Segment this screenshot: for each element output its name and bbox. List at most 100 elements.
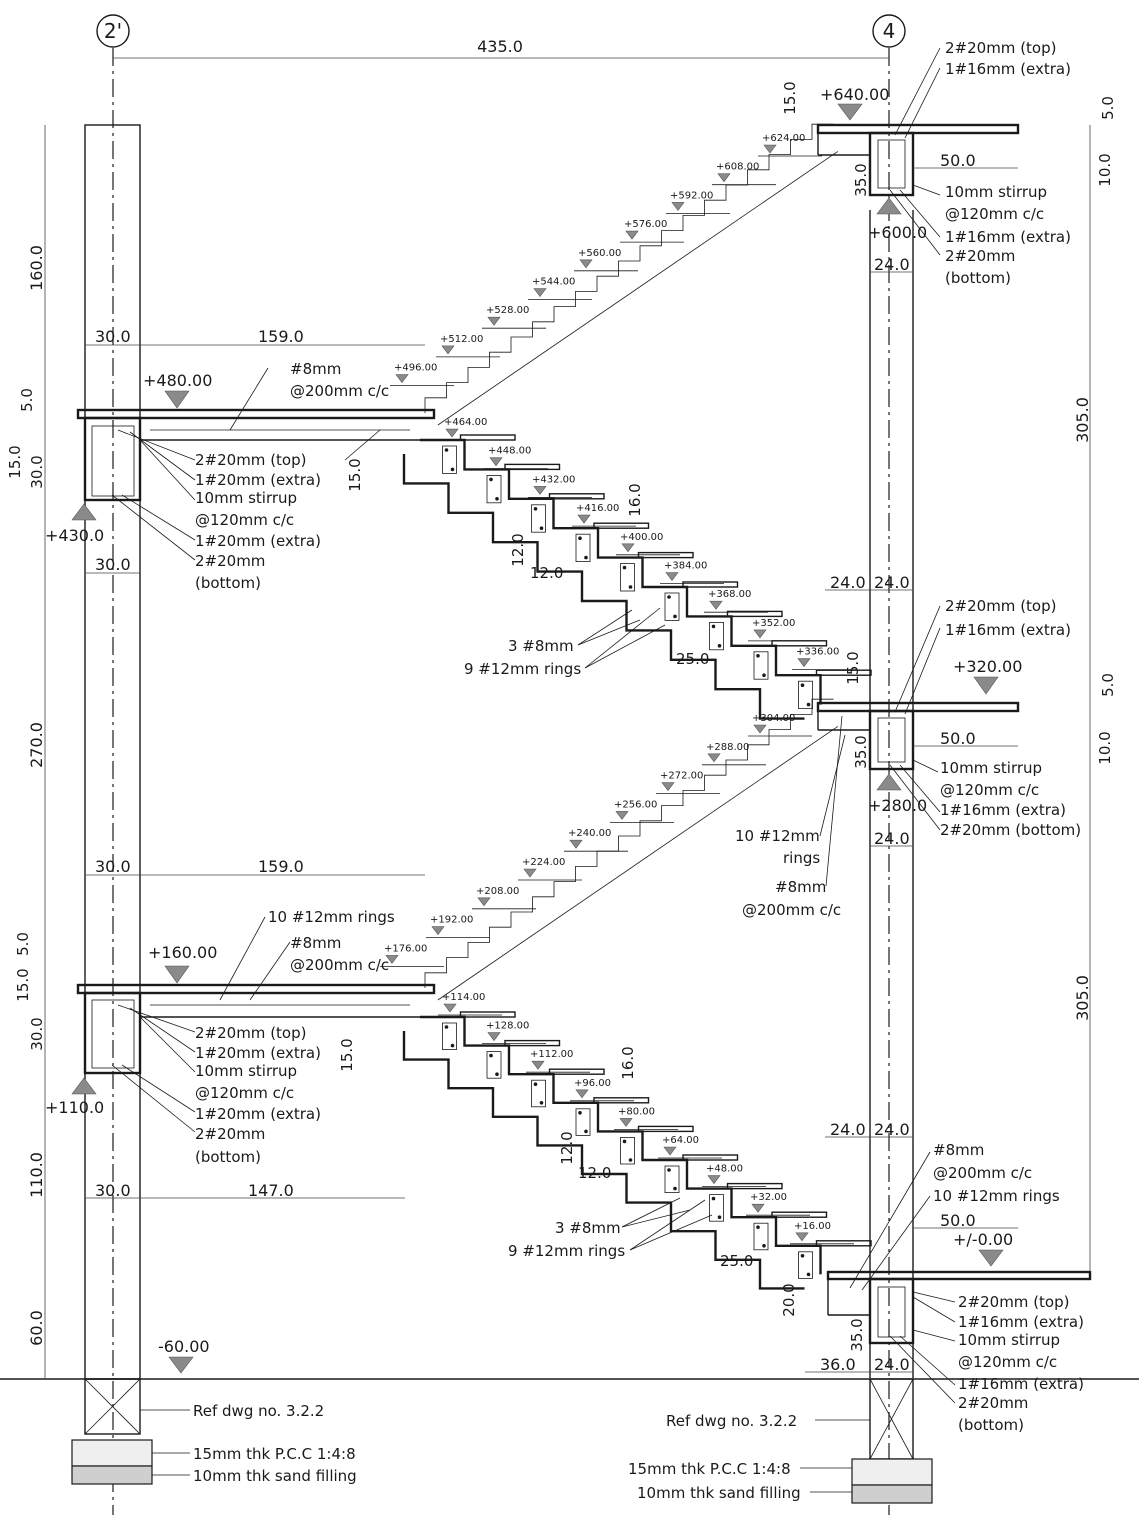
level-mid: +320.00 [953, 657, 1022, 676]
rebar-dot [806, 702, 811, 707]
step-level-label: +224.00 [522, 857, 565, 868]
step-level-label: +256.00 [614, 799, 657, 810]
step-level-label: +432.00 [532, 474, 575, 485]
dim-mid-15: 15.0 [844, 651, 862, 684]
rebar-dot [800, 683, 805, 687]
step-level-label: +48.00 [706, 1164, 743, 1175]
rebar-dot [622, 1139, 627, 1144]
step-level-label: +560.00 [578, 248, 621, 259]
level-mid-beam-bottom: +280.0 [868, 796, 927, 815]
right-column [869, 210, 914, 1378]
step-level-triangle [443, 1003, 457, 1013]
note-sand-left: 10mm thk sand filling [193, 1467, 357, 1485]
step-level-triangle [533, 486, 547, 495]
note-mid-top: 2#20mm (top) [945, 597, 1056, 615]
step-level-label: +304.00 [752, 713, 795, 724]
dim-mid-10: 10.0 [1096, 731, 1114, 764]
step-level-triangle [487, 1032, 501, 1042]
step-level-label: +384.00 [664, 561, 707, 572]
dim-flight1-riser-12: 12.0 [558, 1131, 576, 1164]
step-level-triangle [431, 926, 445, 936]
dim-ground-24b: 24.0 [874, 1120, 910, 1139]
rebar-dot [717, 644, 722, 648]
note-roof-top: 2#20mm (top) [945, 39, 1056, 57]
dim-overall: 435.0 [477, 37, 523, 56]
note-lower-extra-b: 1#20mm (extra) [195, 1105, 321, 1123]
step-level-label: +176.00 [384, 943, 427, 954]
note-roof-bottom-a: 2#20mm [945, 247, 1015, 265]
dim-flight3-tread-12: 12.0 [530, 564, 563, 582]
note-mid-stirrup-cc: @120mm c/c [940, 781, 1039, 799]
footing-left [71, 1378, 153, 1485]
dim-20: 20.0 [780, 1283, 798, 1316]
note-ground-rings: 10 #12mm rings [933, 1187, 1060, 1205]
step-level-label: +624.00 [762, 133, 805, 144]
step-level-triangle [445, 428, 459, 438]
rebar-dot [578, 1111, 582, 1115]
level-plinth: -60.00 [158, 1337, 210, 1356]
step-level-label: +208.00 [476, 886, 519, 897]
rebar-dot [762, 1244, 766, 1248]
note-upper-stirrup-cc: @120mm c/c [195, 511, 294, 529]
step-level-label: +608.00 [716, 162, 759, 173]
note-lower-dist-b: @200mm c/c [290, 956, 389, 974]
step-level-label: +592.00 [670, 190, 713, 201]
step-level-triangle [575, 1089, 589, 1099]
note-upper-dist-b: @200mm c/c [290, 382, 389, 400]
rebar-dot [667, 595, 671, 599]
note-mid-dist-a: #8mm [775, 878, 826, 896]
rebar-dot [756, 1225, 760, 1229]
dim-flight3-25: 25.0 [676, 650, 709, 668]
step-level-label: +336.00 [796, 647, 839, 658]
dim-upper-30: 30.0 [28, 455, 46, 488]
dim-roof-5: 5.0 [1099, 96, 1117, 120]
note-lower-top: 2#20mm (top) [195, 1024, 306, 1042]
note-lower-stirrup-cc: @120mm c/c [195, 1084, 294, 1102]
rebar-dot [622, 565, 627, 570]
level-landing-upper: +480.00 [143, 371, 212, 390]
dim-roof-10: 10.0 [1096, 153, 1114, 186]
dim-mid-35: 35.0 [852, 735, 870, 768]
step-level-triangle [577, 514, 591, 524]
grid-label-left: 2' [104, 19, 122, 43]
note-lower-bottom-b: (bottom) [195, 1148, 261, 1166]
step-markers-flight3: +464.00+448.00+432.00+416.00+400.00+384.… [440, 417, 856, 670]
stair-flights [402, 123, 872, 1290]
rebar-dot [584, 1129, 588, 1134]
step-level-triangle [707, 753, 721, 763]
dim-mid-50: 50.0 [940, 729, 976, 748]
level-landing-upper-beam-bottom: +430.0 [45, 526, 104, 545]
flight-1-detail [402, 1011, 872, 1290]
dim-60: 60.0 [27, 1310, 46, 1346]
step-level-triangle [533, 288, 547, 297]
note-ground-extra-b: 1#16mm (extra) [958, 1375, 1084, 1393]
step-level-label: +16.00 [794, 1221, 831, 1232]
step-level-triangle [665, 572, 679, 581]
rebar-dot [762, 673, 766, 677]
step-level-markers: +624.00+608.00+592.00+576.00+560.00+544.… [380, 133, 856, 1245]
step-level-triangle [487, 316, 501, 326]
step-markers-flight2: +304.00+288.00+272.00+256.00+240.00+224.… [380, 713, 812, 967]
note-upper-bottom-b: (bottom) [195, 574, 261, 592]
rebar-dot [444, 1025, 449, 1029]
note-roof-extra-b: 1#16mm (extra) [945, 228, 1071, 246]
overall-dimension: 435.0 [113, 37, 889, 59]
step-level-triangle [661, 782, 675, 792]
step-level-triangle [621, 543, 635, 553]
note-ground-top: 2#20mm (top) [958, 1293, 1069, 1311]
note-flight3-rings: 9 #12mm rings [464, 660, 581, 678]
step-level-label: +112.00 [530, 1049, 573, 1060]
dim-mid-24b: 24.0 [874, 573, 910, 592]
level-landing-lower: +160.00 [148, 943, 217, 962]
dim-flight3-16: 16.0 [626, 483, 644, 516]
step-level-label: +448.00 [488, 446, 531, 457]
step-level-label: +464.00 [444, 417, 487, 428]
dimensions: 160.0 270.0 110.0 60.0 5.0 15.0 30.0 5.0… [6, 81, 1117, 1379]
dim-305-upper: 305.0 [1073, 397, 1092, 443]
step-level-label: +576.00 [624, 219, 667, 230]
note-upper-extra: 1#20mm (extra) [195, 471, 321, 489]
step-level-label: +528.00 [486, 305, 529, 316]
dim-lower-5: 5.0 [14, 932, 32, 956]
